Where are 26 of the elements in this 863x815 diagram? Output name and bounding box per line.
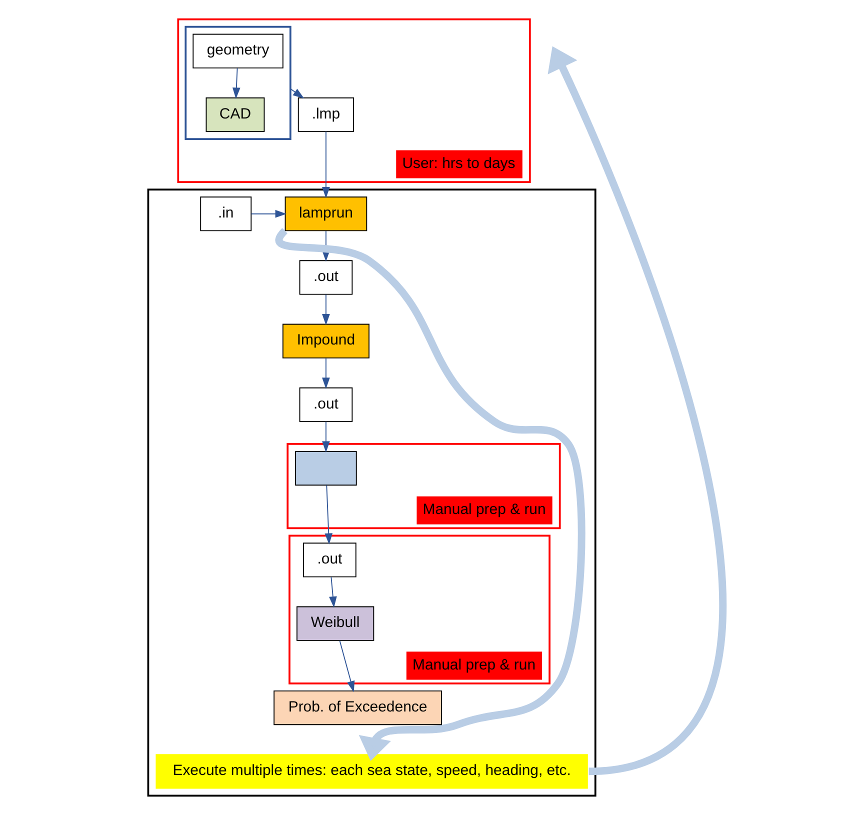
node-box: .out (302, 542, 356, 578)
cluster (184, 26, 291, 140)
arrow (322, 421, 330, 452)
cluster (146, 188, 596, 797)
node-box: CAD (205, 97, 264, 132)
node-box: .out (298, 260, 352, 295)
node-box: .out (298, 387, 352, 422)
node-box: .lmp (297, 97, 354, 132)
arrow (324, 484, 332, 545)
node-box: Weibull (296, 606, 374, 641)
node-box: Impound (282, 324, 369, 358)
node-box (294, 451, 356, 486)
node-box: Execute multiple times: each sea state, speed, heading, etc. (155, 754, 588, 789)
arrow (322, 358, 330, 389)
node-box: Prob. of Exceedence (273, 690, 442, 726)
arrow (232, 68, 240, 99)
cluster: Manual prep & run (286, 443, 560, 530)
node-box: lamprun (284, 196, 367, 232)
arrow (328, 576, 336, 608)
arrow (338, 640, 354, 692)
node-box: geometry (192, 34, 283, 68)
arrow (289, 88, 304, 98)
arrow (250, 210, 286, 218)
arrow (322, 131, 330, 198)
node-box: .in (200, 196, 252, 232)
arrow (322, 294, 330, 326)
